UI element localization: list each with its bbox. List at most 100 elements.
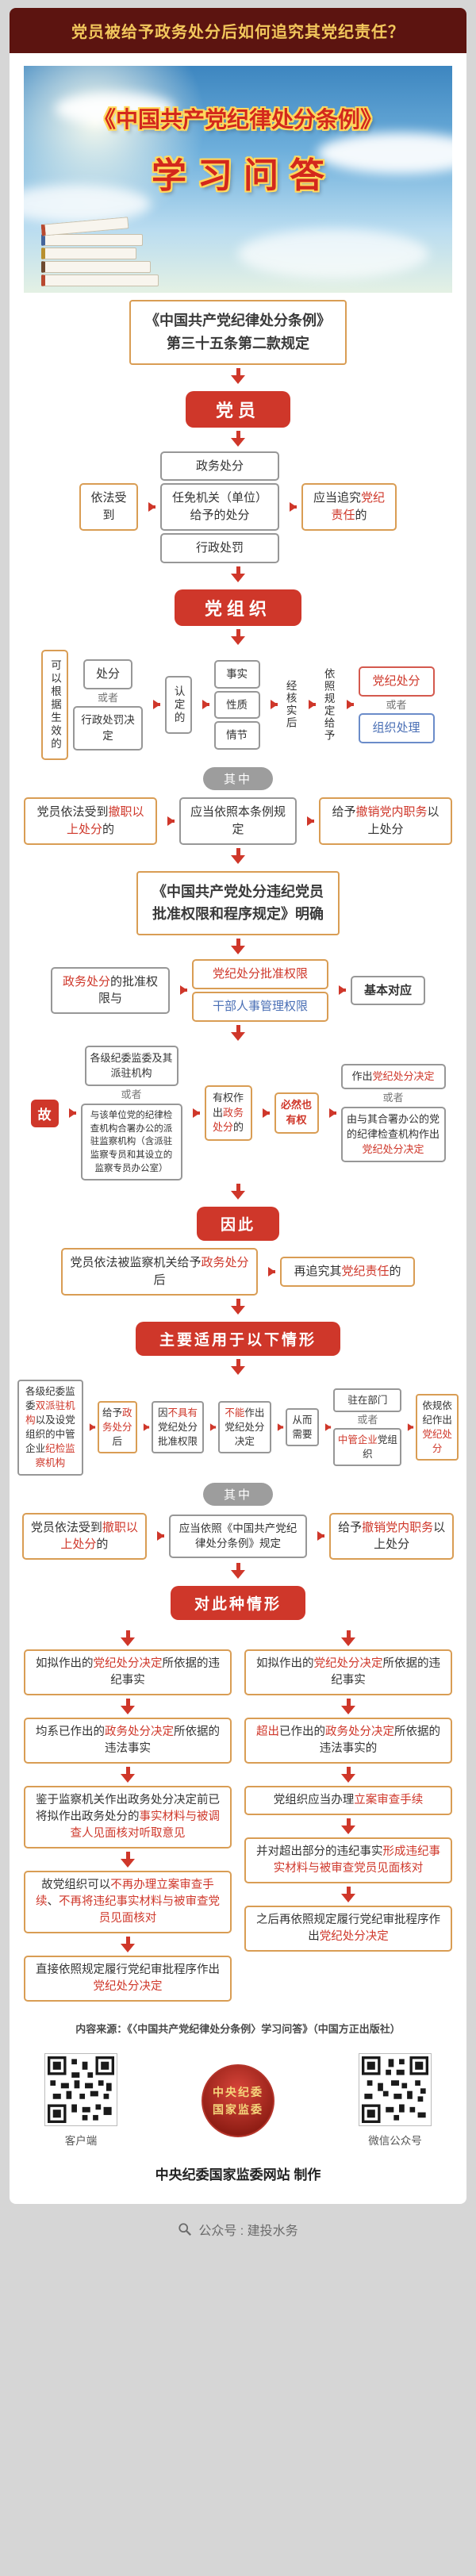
party-member-pill: 党员 [185, 390, 290, 428]
article-card: 党员被给予政务处分后如何追究其党纪责任？ 《中国共产党纪律处分条例》 学习问答 [10, 8, 466, 2205]
organ-options: 各级纪委监委及其派驻机构 或者 与该单位党的纪律检查机构合署办公的派驻监察机构（… [80, 1045, 182, 1181]
personnel-authority-box: 干部人事管理权限 [192, 991, 328, 1022]
header-title: 党员被给予政务处分后如何追究其党纪责任？ [71, 24, 405, 41]
sanction-type-box: 政务处分 [160, 451, 279, 482]
arrow-down-icon [231, 1358, 245, 1375]
books-illustration [40, 217, 159, 286]
right-case-box-5: 之后再依照规定履行党纪审批程序作出党纪处分决定 [244, 1906, 452, 1952]
or-label: 或者 [97, 691, 118, 704]
fact-box: 事实 [213, 660, 260, 689]
cloud-decoration [24, 185, 151, 223]
admin-penalty-decision-box: 行政处罚决定 [73, 706, 143, 751]
sanction-box: 处分 [83, 659, 132, 689]
arrow-down-icon [231, 1024, 245, 1041]
arrow-down-icon [341, 1699, 355, 1715]
basis-options: 处分 或者 行政处罚决定 [73, 659, 143, 751]
therefore-pill: 因此 [196, 1207, 279, 1242]
organizational-handling-box: 组织处理 [358, 713, 435, 743]
left-case-box-2: 均系已作出的政务处分决定所依据的违法事实 [24, 1718, 232, 1764]
no-approval-authority-box: 因不具有党纪处分批准权限 [151, 1401, 205, 1454]
after-verification-label: 经核实后 [284, 680, 297, 730]
arrow-right-icon [325, 1423, 332, 1432]
arrow-down-icon [231, 1563, 245, 1580]
approval-regulation-box: 《中国共产党处分违纪党员 批准权限和程序规定》明确 [136, 870, 340, 936]
arrow-right-icon [408, 1423, 414, 1432]
arrow-down-icon [231, 847, 245, 864]
left-case-box-1: 如拟作出的党纪处分决定所依据的违纪事实 [24, 1649, 232, 1696]
fact-box: 情节 [213, 721, 260, 750]
qr-code-wechat-icon [359, 2053, 432, 2127]
situation-flow: 各级纪委监委双派驻机构以及设党组织的中管企业纪检监察机构 给予政务处分后 因不具… [10, 1379, 466, 1476]
footer-qr-row: 客户端 中央纪委 国家监委 [10, 2053, 466, 2148]
right-case-box-1: 如拟作出的党纪处分决定所依据的违纪事实 [244, 1649, 452, 1696]
or-label: 或者 [121, 1088, 142, 1101]
gov-sanction-authority-box: 政务处分的批准权限与 [51, 966, 170, 1015]
conclusion-flow: 党员依法被监察机关给予政务处分后 再追究其党纪责任的 [10, 1248, 466, 1296]
cloud-decoration [317, 132, 452, 174]
left-case-box-3: 鉴于监察机关作出政务处分决定前已将拟作出政务处分的事实材料与被调查人见面核对听取… [24, 1786, 232, 1849]
arrow-right-icon [202, 700, 209, 710]
hero-image: 《中国共产党纪律处分条例》 学习问答 [24, 66, 452, 293]
therefore-badge: 故 [30, 1099, 59, 1127]
regulation-reference-line2: 第三十五条第二款规定 [167, 335, 309, 351]
qr-code-app-icon [44, 2053, 117, 2127]
per-regulation-box: 应当依照《中国共产党纪律处分条例》规定 [168, 1514, 308, 1558]
arrow-right-icon [328, 1108, 336, 1118]
arrow-down-icon [231, 430, 245, 447]
arrow-down-icon [231, 566, 245, 582]
arrow-right-icon [148, 502, 155, 513]
removal-condition-box: 党员依法受到撤职以上处分的 [22, 1512, 147, 1561]
make-party-decision-box: 作出党纪处分决定 [340, 1063, 446, 1090]
hero-title-block: 《中国共产党纪律处分条例》 学习问答 [24, 102, 452, 198]
arrow-right-icon [268, 1267, 275, 1277]
per-regulations-label: 依照规定给予 [322, 667, 335, 742]
decision-options: 作出党纪处分决定 或者 由与其合署办公的党的纪律检查机构作出党纪处分决定 [340, 1063, 446, 1163]
basis-label-box: 可以根据生效的 [41, 649, 68, 761]
party-discipline-authority-box: 党纪处分批准权限 [192, 959, 328, 989]
regulation-reference-box: 《中国共产党纪律处分条例》 第三十五条第二款规定 [129, 300, 347, 365]
co-located-makes-decision-box: 由与其合署办公的党的纪律检查机构作出党纪处分决定 [340, 1106, 446, 1163]
search-icon [178, 2223, 192, 2236]
left-case-box-4: 故党组织可以不再办理立案审查手续、不再将违纪事实材料与被审查党员见面核对 [24, 1871, 232, 1934]
fact-box: 性质 [213, 690, 260, 720]
right-case-box-2: 超出已作出的政务处分决定所依据的违法事实的 [244, 1718, 452, 1764]
revoke-position-box: 给予撤销党内职务以上处分 [319, 797, 452, 845]
after-sanction-box: 给予政务处分后 [97, 1401, 137, 1454]
determined-label-box: 认定的 [165, 675, 192, 735]
comparison-column-left: 如拟作出的党纪处分决定所依据的违纪事实 均系已作出的政务处分决定所依据的违法事实… [24, 1627, 232, 2002]
among-which-pill: 其中 [202, 767, 273, 791]
arrow-right-icon [143, 1423, 149, 1432]
arrow-right-icon [317, 1531, 325, 1541]
this-situation-banner: 对此种情形 [170, 1586, 305, 1621]
regulation-reference-line1: 《中国共产党纪律处分条例》 [145, 313, 331, 328]
arrow-right-icon [153, 700, 160, 710]
outcome-options: 党纪处分 或者 组织处理 [358, 666, 435, 743]
among-which-pill: 其中 [202, 1482, 273, 1506]
arrow-down-icon [121, 1630, 135, 1647]
approval-regulation-line2: 批准权限和程序规定》明确 [152, 906, 324, 923]
consequence-box: 应当追究党纪责任的 [301, 483, 397, 531]
removal-rule-flow-2: 党员依法受到撤职以上处分的 应当依照《中国共产党纪律处分条例》规定 给予撤销党内… [10, 1512, 466, 1561]
qr-app-label: 客户端 [64, 2135, 98, 2148]
cloud-decoration [238, 229, 428, 278]
cloud-decoration [56, 93, 175, 125]
arrow-right-icon [68, 1108, 76, 1118]
left-case-box-5: 直接依照规定履行党纪审批程序作出党纪处分决定 [24, 1956, 232, 2002]
comparison-column-right: 如拟作出的党纪处分决定所依据的违纪事实 超出已作出的政务处分决定所依据的违法事实… [244, 1627, 452, 2002]
book-decoration [41, 274, 159, 286]
cannot-decide-box: 不能作出党纪处分决定 [218, 1401, 271, 1454]
sanction-type-box: 行政处罚 [160, 532, 279, 563]
arrow-right-icon [339, 985, 346, 996]
hero-title-line2: 学习问答 [152, 156, 336, 195]
arrow-right-icon [308, 700, 316, 710]
pursue-responsibility-box: 再追究其党纪责任的 [280, 1257, 415, 1287]
host-department-box: 驻在部门 [333, 1388, 402, 1413]
arrow-down-icon [341, 1767, 355, 1783]
header-bar: 党员被给予政务处分后如何追究其党纪责任？ [10, 8, 466, 53]
arrow-right-icon [192, 1108, 200, 1118]
emblem-line1: 中央纪委 [213, 2085, 263, 2098]
bottom-bar-text: 公众号 : 建投水务 [198, 2225, 298, 2239]
removal-rule-flow: 党员依法受到撤职以上处分的 应当依照本条例规定 给予撤销党内职务以上处分 [10, 797, 466, 845]
ccdi-emblem: 中央纪委 国家监委 [202, 2063, 274, 2137]
or-label: 或者 [357, 1414, 378, 1426]
